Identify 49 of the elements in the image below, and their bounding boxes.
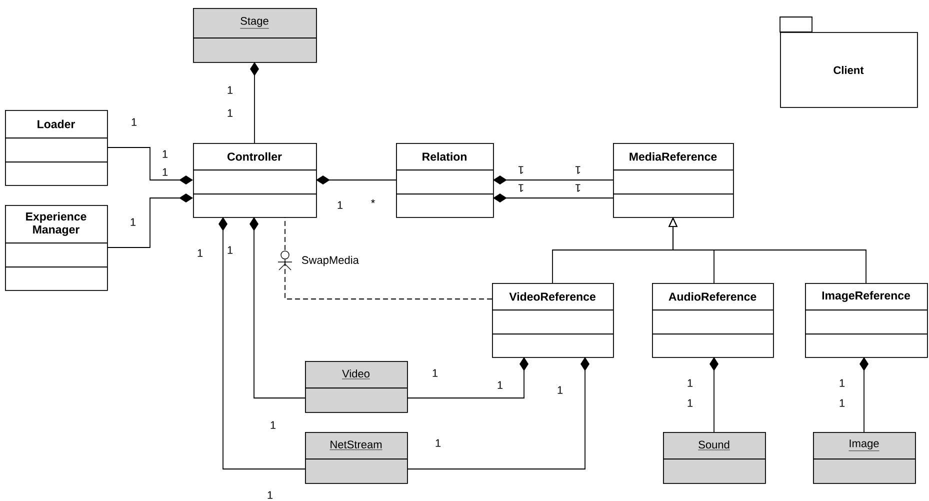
multiplicity-label: 1 bbox=[130, 218, 136, 226]
multiplicity-label: * bbox=[371, 199, 375, 204]
class-box: ImageReference bbox=[804, 283, 928, 358]
multiplicity-label: 1 bbox=[268, 491, 273, 499]
class-box: VideoReference bbox=[492, 283, 614, 358]
class-box: AudioReference bbox=[652, 283, 774, 358]
multiplicity-label: 1 bbox=[436, 439, 441, 447]
edge-label: SwapMedia bbox=[302, 256, 359, 266]
multiplicity-label: 1 bbox=[162, 150, 168, 158]
multiplicity-label: 1 bbox=[840, 379, 845, 387]
class-box: Relation bbox=[396, 143, 494, 218]
connector bbox=[250, 217, 306, 398]
multiplicity-label: 1 bbox=[432, 369, 438, 377]
connector bbox=[250, 62, 259, 144]
multiplicity-label: 1 bbox=[338, 201, 343, 209]
multiplicity-label: 1 bbox=[688, 399, 693, 407]
multiplicity-label: 1 bbox=[840, 399, 845, 407]
object-box: Image bbox=[812, 432, 916, 484]
connector bbox=[493, 194, 614, 202]
class-box: Controller bbox=[192, 143, 317, 218]
connector bbox=[316, 176, 396, 184]
connector bbox=[106, 194, 193, 248]
multiplicity-label: 1 bbox=[498, 381, 503, 389]
connector bbox=[493, 176, 614, 184]
multiplicity-label: 1 bbox=[270, 421, 276, 429]
multiplicity-label: 1 bbox=[518, 166, 524, 174]
package-box: Client bbox=[780, 16, 918, 108]
multiplicity-label: 1 bbox=[228, 246, 233, 254]
multiplicity-label: 1 bbox=[228, 86, 233, 94]
dependency-line bbox=[284, 216, 492, 300]
multiplicity-label: 1 bbox=[575, 184, 580, 192]
connector bbox=[106, 147, 193, 184]
multiplicity-label: 1 bbox=[162, 168, 168, 176]
multiplicity-label: 1 bbox=[132, 118, 137, 126]
multiplicity-label: 1 bbox=[558, 386, 563, 394]
multiplicity-label: 1 bbox=[575, 166, 580, 174]
multiplicity-label: 1 bbox=[688, 379, 693, 387]
class-box: MediaReference bbox=[612, 143, 734, 218]
object-box: Video bbox=[304, 361, 408, 413]
connector bbox=[406, 357, 528, 398]
object-box: Sound bbox=[662, 432, 766, 484]
object-box: Stage bbox=[192, 8, 317, 63]
connector bbox=[218, 217, 306, 470]
multiplicity-label: 1 bbox=[228, 109, 233, 117]
class-box: Loader bbox=[4, 110, 108, 186]
object-box: NetStream bbox=[304, 432, 408, 484]
multiplicity-label: 1 bbox=[518, 184, 524, 192]
class-box: Experience Manager bbox=[4, 205, 108, 291]
multiplicity-label: 1 bbox=[198, 249, 203, 257]
